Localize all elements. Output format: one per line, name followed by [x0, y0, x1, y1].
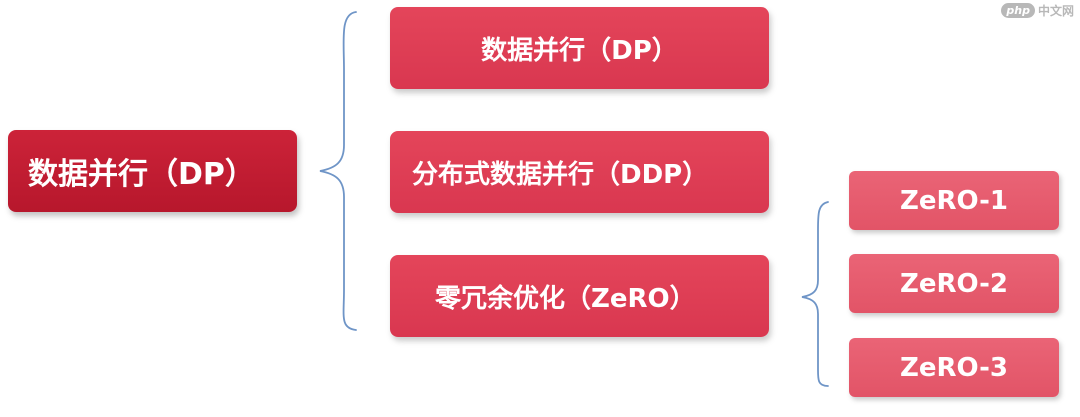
watermark-text: 中文网: [1037, 4, 1074, 18]
branch-node-label: 分布式数据并行（DDP）: [412, 159, 709, 190]
branch-node-zero: 零冗余优化（ZeRO）: [390, 255, 769, 337]
leaf-node-label: ZeRO-1: [900, 185, 1008, 216]
main-brace: [319, 11, 357, 331]
watermark: php 中文网: [1001, 2, 1074, 19]
branch-node-dp: 数据并行（DP）: [390, 7, 769, 89]
root-node-label: 数据并行（DP）: [28, 157, 255, 192]
leaf-node-label: ZeRO-2: [900, 268, 1008, 299]
leaf-node-zero-3: ZeRO-3: [849, 338, 1059, 397]
watermark-badge: php: [1001, 3, 1035, 18]
leaf-node-zero-1: ZeRO-1: [849, 171, 1059, 230]
branch-node-label: 数据并行（DP）: [481, 35, 678, 66]
zero-brace: [801, 201, 829, 387]
leaf-node-label: ZeRO-3: [900, 352, 1008, 383]
branch-node-label: 零冗余优化（ZeRO）: [435, 283, 696, 314]
root-node-data-parallel: 数据并行（DP）: [8, 130, 297, 212]
branch-node-ddp: 分布式数据并行（DDP）: [390, 131, 769, 213]
leaf-node-zero-2: ZeRO-2: [849, 254, 1059, 313]
